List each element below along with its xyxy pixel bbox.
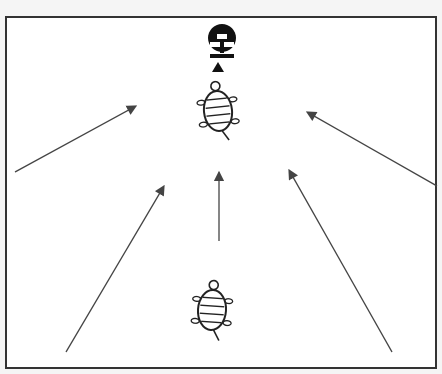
- upper-right-arrow: [307, 112, 437, 186]
- heading-arrowhead-icon: [212, 62, 224, 72]
- lower-right-arrow: [289, 170, 392, 352]
- lower-turtle-icon: [190, 279, 234, 341]
- upper-left-arrow: [15, 106, 136, 172]
- beacon-icon: [208, 24, 236, 58]
- upper-turtle-icon: [195, 80, 241, 143]
- lower-left-arrow: [66, 186, 164, 352]
